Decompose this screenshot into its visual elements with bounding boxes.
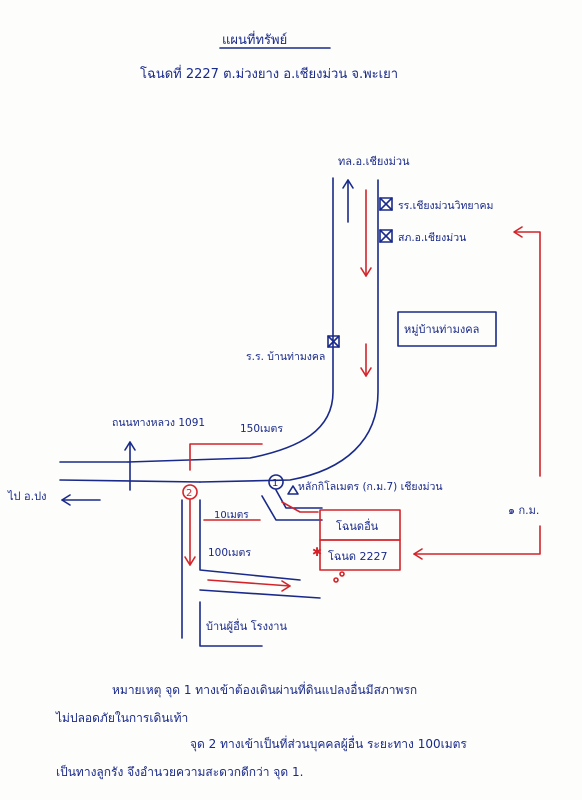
road-edge-right bbox=[199, 179, 379, 483]
label-150m: 150เมตร bbox=[240, 423, 283, 435]
label-highway: ถนนทางหลวง 1091 bbox=[112, 417, 205, 429]
point-2-marker bbox=[182, 484, 198, 500]
note-line-3: จุด 2 ทางเข้าเป็นที่ส่วนบุคคลผู้อื่น ระย… bbox=[190, 735, 467, 752]
km-post-icon bbox=[287, 485, 299, 495]
label-km-post: หลักกิโลเมตร (ก.ม.7) เชียงม่วน bbox=[298, 480, 443, 493]
point-2-label: 2 bbox=[186, 488, 192, 499]
label-school: รร.เชียงม่วนวิทยาคม bbox=[398, 199, 493, 212]
label-land-target: โฉนด 2227 bbox=[328, 549, 388, 563]
label-1km: ๑ ก.ม. bbox=[508, 504, 539, 517]
school-marker bbox=[379, 197, 393, 211]
village-box bbox=[397, 311, 497, 347]
page-subtitle: โฉนดที่ 2227 ต.ม่วงยาง อ.เชียงม่วน จ.พะเ… bbox=[140, 65, 398, 82]
label-police: สภ.อ.เชียงม่วน bbox=[398, 231, 466, 244]
label-village-lower: บ้านผู้อื่น โรงงาน bbox=[206, 618, 287, 633]
hospital-marker bbox=[327, 335, 340, 348]
road-edge-left bbox=[127, 177, 334, 463]
label-village-box: หมู่บ้านท่ามงคล bbox=[404, 323, 479, 336]
note-line-1: หมายเหตุ จุด 1 ทางเข้าต้องเดินผ่านที่ดิน… bbox=[112, 681, 417, 698]
police-marker bbox=[379, 229, 393, 243]
label-10m: 10เมตร bbox=[214, 510, 249, 521]
target-star-icon: ✱ bbox=[312, 545, 322, 559]
note-line-2: ไม่ปลอดภัยในการเดินเท้า bbox=[55, 711, 188, 725]
note-line-4: เป็นทางลูกรัง จึงอำนวยความสะดวกดีกว่า จุ… bbox=[56, 764, 303, 780]
label-land-other: โฉนดอื่น bbox=[336, 518, 379, 533]
point-1-marker bbox=[268, 474, 284, 490]
label-west: ไป อ.ปง bbox=[7, 490, 46, 503]
label-100m: 100เมตร bbox=[208, 547, 251, 559]
land-target-box bbox=[319, 539, 401, 571]
label-north-road: ทล.อ.เชียงม่วน bbox=[338, 155, 410, 168]
point-1-label: 1 bbox=[272, 478, 278, 489]
page-title: แผนที่ทรัพย์ bbox=[222, 31, 287, 48]
label-hospital: ร.ร. บ้านท่ามงคล bbox=[246, 351, 325, 363]
